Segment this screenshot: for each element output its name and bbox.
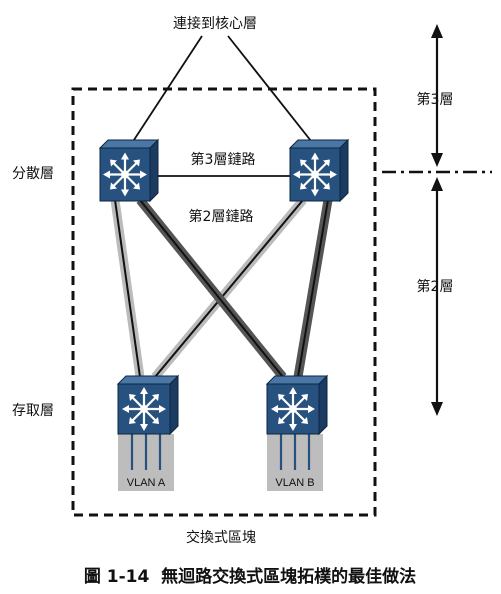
l2-link-dist-right-vlan-b bbox=[293, 199, 333, 378]
access-ports-vlan-a bbox=[118, 434, 174, 491]
l2-link-dist-right-vlan-a bbox=[151, 197, 307, 380]
distribution-layer-label: 分散層 bbox=[12, 166, 54, 182]
vlan-a-label: VLAN A bbox=[127, 477, 166, 489]
access-ports-vlan-b bbox=[267, 434, 323, 491]
layer3-link-label: 第3層鏈路 bbox=[191, 151, 256, 168]
layer2-label: 第2層 bbox=[417, 278, 454, 295]
layer2-link-label: 第2層鏈路 bbox=[189, 208, 254, 225]
distribution-switch-right bbox=[288, 138, 350, 203]
core-uplink-right bbox=[227, 35, 316, 147]
l2-link-dist-left-vlan-b bbox=[136, 197, 287, 380]
core-connection-label: 連接到核心層 bbox=[173, 15, 257, 32]
layer3-label: 第3層 bbox=[417, 91, 454, 108]
core-uplink-left bbox=[129, 35, 203, 147]
layer3-span-arrow bbox=[431, 24, 443, 167]
vlan-b-label: VLAN B bbox=[275, 477, 314, 489]
access-layer-label: 存取層 bbox=[12, 403, 54, 419]
switch-block-boundary bbox=[71, 87, 377, 517]
l2-link-dist-left-vlan-a bbox=[110, 199, 145, 378]
access-switch-vlan-b bbox=[265, 374, 329, 436]
distribution-switch-left bbox=[98, 138, 160, 203]
switch-block-label: 交換式區塊 bbox=[186, 529, 256, 546]
access-switch-vlan-a bbox=[116, 374, 180, 436]
layer2-span-arrow bbox=[431, 177, 443, 416]
figure-caption: 圖 1-14 無迴路交換式區塊拓樸的最佳做法 bbox=[84, 566, 416, 587]
